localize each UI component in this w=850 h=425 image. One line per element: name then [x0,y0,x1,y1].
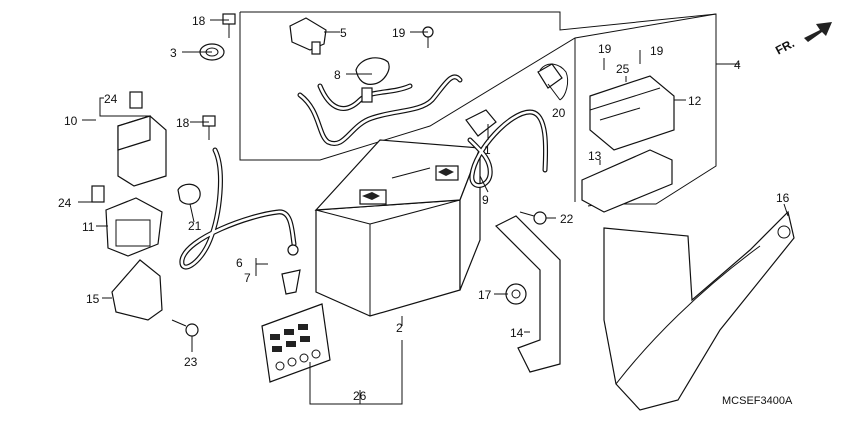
part-label-23: 23 [184,355,198,369]
battery [314,139,481,317]
part-label-19-fusebox-left: 19 [598,42,612,56]
part-label-16: 16 [776,191,790,205]
part-label-12: 12 [688,94,702,108]
part-label-17: 17 [478,288,492,302]
fusebox [581,75,675,213]
part-label-24-top: 24 [104,92,118,106]
part-labels: 1 2 3 4 5 6 7 8 9 10 11 12 13 14 15 16 1… [58,14,790,403]
part-label-19-top: 19 [392,26,406,40]
part-label-18-top: 18 [192,14,206,28]
part-label-5: 5 [340,26,347,40]
part-label-6: 6 [236,256,243,270]
part-label-22: 22 [560,212,574,226]
part-label-18-mid: 18 [176,116,190,130]
relay-parts [105,115,167,257]
part-label-25: 25 [616,62,630,76]
part-label-4: 4 [734,58,741,72]
part-label-20: 20 [552,106,566,120]
part-label-3: 3 [170,46,177,60]
side-cover [603,210,795,411]
part-label-7: 7 [244,271,251,285]
front-direction-indicator: FR. [773,22,832,58]
part-label-24-left: 24 [58,196,72,210]
part-label-1: 1 [484,143,491,157]
part-label-15: 15 [86,292,100,306]
part-label-9: 9 [482,193,489,207]
diagram-code: MCSEF3400A [722,395,793,407]
battery-caution-label [261,303,331,383]
front-label: FR. [773,36,797,57]
part-label-26: 26 [353,389,367,403]
hardware-parts [91,13,563,337]
part-label-10: 10 [64,114,78,128]
part-label-11: 11 [82,220,95,234]
part-label-21: 21 [188,219,202,233]
part-label-13: 13 [588,149,602,163]
front-arrow-icon [804,22,832,42]
cables [179,63,569,270]
part-label-14: 14 [510,326,524,340]
part-label-8: 8 [334,68,341,82]
part-label-2: 2 [396,321,403,335]
brackets [111,215,561,373]
leader-lines [78,19,789,405]
part-label-19-fusebox-right: 19 [650,44,664,58]
